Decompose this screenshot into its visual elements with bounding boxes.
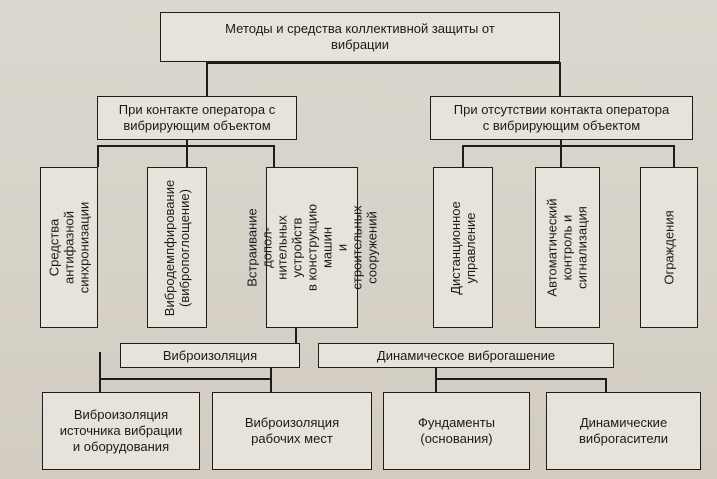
branch-no-contact-label: При отсутствии контакта оператора с вибр…: [453, 102, 670, 133]
root-node: Методы и средства коллективной защиты от…: [160, 12, 560, 62]
connector-line: [97, 145, 99, 167]
built-in-devices-label: Встраивание допол- нительных устройств в…: [244, 204, 380, 291]
vibration-damping-node: Вибродемпфирование (вибропоглощение): [147, 167, 207, 328]
connector-line: [559, 62, 561, 96]
connector-line: [560, 140, 562, 167]
connector-line: [273, 145, 275, 167]
remote-control-node: Дистанционное управление: [433, 167, 493, 328]
automatic-control-label: Автоматический контроль и сигнализация: [545, 198, 590, 297]
guards-node: Ограждения: [640, 167, 698, 328]
guards-label: Ограждения: [661, 210, 677, 285]
workplace-isolation-node: Виброизоляция рабочих мест: [212, 392, 372, 470]
connector-line: [462, 145, 675, 147]
dynamic-damping-group-label: Динамическое виброгашение: [376, 347, 556, 363]
root-node-label: Методы и средства коллективной защиты от…: [225, 21, 495, 52]
branch-contact-label: При контакте оператора с вибрирующим объ…: [118, 102, 276, 133]
vibration-isolation-group-label: Виброизоляция: [162, 347, 258, 363]
dynamic-absorbers-label: Динамические виброгасители: [579, 415, 668, 446]
remote-control-label: Дистанционное управление: [448, 200, 479, 295]
connector-line: [270, 368, 272, 392]
connector-line: [462, 145, 464, 167]
dynamic-absorbers-node: Динамические виброгасители: [546, 392, 701, 470]
connector-line: [99, 352, 101, 392]
connector-line: [99, 378, 272, 380]
source-isolation-label: Виброизоляция источника вибрации и обору…: [59, 407, 183, 454]
built-in-devices-node: Встраивание допол- нительных устройств в…: [245, 167, 380, 328]
source-isolation-node: Виброизоляция источника вибрации и обору…: [42, 392, 200, 470]
connector-line: [295, 328, 297, 343]
connector-line: [605, 378, 607, 392]
connector-line: [206, 62, 561, 64]
antiphase-sync-label: Средства антифазной синхронизации: [46, 201, 92, 294]
branch-contact-node: При контакте оператора с вибрирующим объ…: [97, 96, 297, 140]
connector-line: [673, 145, 675, 167]
antiphase-sync-node: Средства антифазной синхронизации: [40, 167, 98, 328]
foundations-node: Фундаменты (основания): [383, 392, 530, 470]
automatic-control-node: Автоматический контроль и сигнализация: [535, 167, 600, 328]
branch-no-contact-node: При отсутствии контакта оператора с вибр…: [430, 96, 693, 140]
foundations-label: Фундаменты (основания): [417, 415, 496, 446]
connector-line: [206, 62, 208, 96]
vibration-isolation-group: Виброизоляция: [120, 343, 300, 368]
connector-line: [186, 140, 188, 167]
connector-line: [435, 378, 607, 380]
vibration-damping-label: Вибродемпфирование (вибропоглощение): [162, 179, 192, 316]
workplace-isolation-label: Виброизоляция рабочих мест: [244, 415, 340, 446]
connector-line: [435, 368, 437, 392]
dynamic-damping-group: Динамическое виброгашение: [318, 343, 614, 368]
